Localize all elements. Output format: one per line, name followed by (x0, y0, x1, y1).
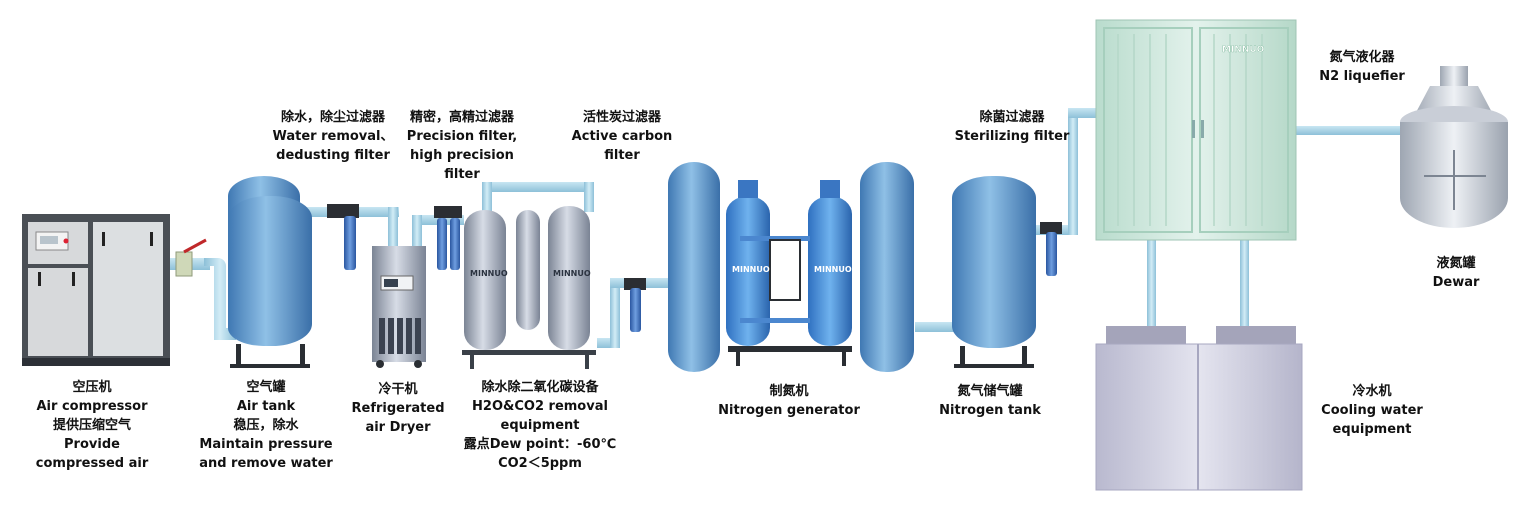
sterilizing-filter-label: 除菌过滤器 Sterilizing filter (955, 108, 1070, 146)
cooling-label-en-1: Cooling water (1321, 403, 1423, 418)
cooling-water-label: 冷水机 Cooling water equipment (1321, 382, 1423, 439)
precision-filter-label-zh: 精密，高精过滤器 (409, 110, 515, 125)
air-tank-desc-zh: 稳压，除水 (233, 418, 299, 433)
removal-label-zh: 除水除二氧化碳设备 (481, 380, 599, 395)
nitrogen-generator-label-en: Nitrogen generator (718, 403, 860, 418)
water-filter-label-en-1: Water removal、 (272, 129, 394, 144)
brand-logo: MINNUO (732, 265, 770, 274)
refrigerated-dryer (372, 246, 426, 368)
dryer-label-zh: 冷干机 (378, 382, 418, 397)
dewar-label: 液氮罐 Dewar (1433, 254, 1480, 292)
air-compressor-desc-zh: 提供压缩空气 (52, 418, 132, 433)
water-filter-label-zh: 除水，除尘过滤器 (280, 110, 385, 125)
removal-co2: CO2＜5ppm (498, 456, 582, 471)
nitrogen-generator-label: 制氮机 Nitrogen generator (718, 382, 860, 420)
ball-valve (175, 238, 207, 277)
cooling-label-en-2: equipment (1332, 422, 1412, 437)
air-compressor (22, 214, 170, 366)
cooling-label-zh: 冷水机 (1352, 384, 1392, 399)
liquefier-label: 氮气液化器 N2 liquefier (1319, 48, 1405, 86)
cooling-water-equipment (1095, 326, 1303, 491)
precision-filter-label-en-1: Precision filter, (406, 129, 518, 144)
active-carbon-filter (624, 278, 646, 332)
air-tank-desc-en-2: and remove water (199, 456, 333, 471)
nitrogen-tank (952, 176, 1036, 368)
liquefier-label-zh: 氮气液化器 (1329, 50, 1395, 65)
air-compressor-desc-en-1: Provide (64, 437, 120, 452)
removal-label-en-2: equipment (500, 418, 580, 433)
precision-filter-label-en-3: filter (444, 167, 480, 182)
air-compressor-label-zh: 空压机 (72, 380, 112, 395)
nitrogen-tank-label-en: Nitrogen tank (939, 403, 1041, 418)
air-compressor-desc-en-2: compressed air (35, 456, 149, 471)
carbon-filter-label-en-2: filter (604, 148, 640, 163)
nitrogen-generator-label-zh: 制氮机 (769, 384, 809, 399)
brand-logo: MINNUO (553, 269, 591, 278)
air-tank (228, 176, 312, 368)
removal-equipment-label: 除水除二氧化碳设备 H2O&CO2 removal equipment 露点De… (464, 378, 617, 473)
sterilizing-filter (1040, 222, 1062, 276)
water-removal-filter (327, 204, 359, 270)
water-filter-label: 除水，除尘过滤器 Water removal、 dedusting filter (272, 108, 393, 165)
dewar-label-zh: 液氮罐 (1436, 256, 1476, 271)
nitrogen-tank-label-zh: 氮气储气罐 (957, 384, 1023, 399)
brand-logo: MINNUO (1222, 45, 1265, 55)
dryer-label: 冷干机 Refrigerated air Dryer (352, 380, 445, 437)
air-tank-desc-en-1: Maintain pressure (199, 437, 333, 452)
dewar-label-en: Dewar (1432, 275, 1480, 290)
h2o-co2-removal-equipment: MINNUO MINNUO (462, 206, 596, 369)
brand-logo: MINNUO (470, 269, 508, 278)
removal-label-en-1: H2O&CO2 removal (472, 399, 608, 414)
dryer-label-en-2: air Dryer (365, 420, 431, 435)
precision-filter-label-en-2: high precision (410, 148, 514, 163)
liquefier-label-en: N2 liquefier (1319, 69, 1405, 84)
brand-logo: MINNUO (814, 265, 852, 274)
carbon-filter-label-zh: 活性炭过滤器 (582, 110, 662, 125)
precision-filter-label: 精密，高精过滤器 Precision filter, high precisio… (407, 108, 517, 184)
n2-liquefier: MINNUO (1095, 19, 1297, 241)
removal-dew-point: 露点Dew point：-60℃ (463, 437, 617, 452)
carbon-filter-label-en-1: Active carbon (571, 129, 673, 144)
nitrogen-generator: MINNUO MINNUO (668, 162, 914, 372)
sterilizing-filter-label-zh: 除菌过滤器 (979, 110, 1045, 125)
precision-filters (434, 206, 462, 270)
sterilizing-filter-label-en: Sterilizing filter (954, 129, 1070, 144)
dewar (1400, 66, 1508, 228)
air-compressor-label-en: Air compressor (36, 399, 148, 414)
air-tank-label-en: Air tank (236, 399, 296, 414)
air-compressor-label: 空压机 Air compressor 提供压缩空气 Provide compre… (36, 378, 148, 473)
dryer-label-en-1: Refrigerated (351, 401, 445, 416)
air-tank-label: 空气罐 Air tank 稳压，除水 Maintain pressure and… (199, 378, 333, 473)
nitrogen-tank-label: 氮气储气罐 Nitrogen tank (939, 382, 1041, 420)
air-tank-label-zh: 空气罐 (246, 380, 286, 395)
water-filter-label-en-2: dedusting filter (276, 148, 390, 163)
carbon-filter-label: 活性炭过滤器 Active carbon filter (572, 108, 673, 165)
